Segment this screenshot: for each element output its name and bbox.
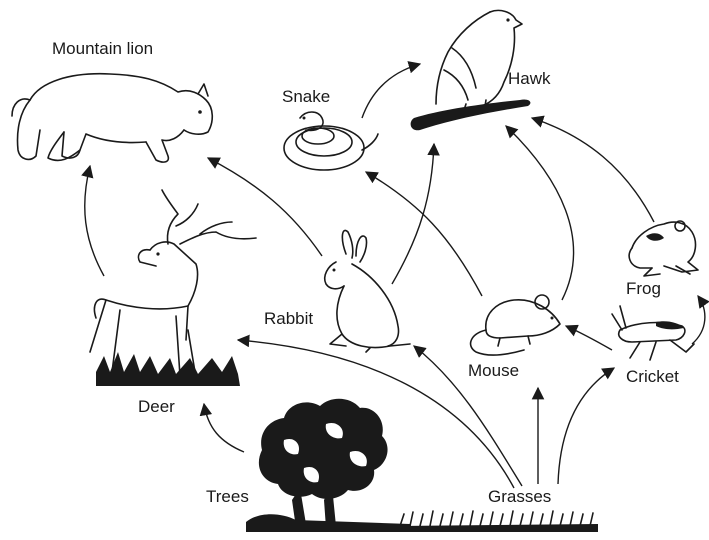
snake-illustration: [284, 112, 378, 170]
arrow-deer-to-mountain-lion: [85, 166, 104, 276]
label-mouse: Mouse: [468, 361, 519, 380]
label-snake: Snake: [282, 87, 330, 106]
grasses-illustration: [398, 511, 598, 532]
mouse-illustration: [471, 295, 560, 355]
cricket-illustration: [612, 306, 694, 360]
label-mountain-lion: Mountain lion: [52, 39, 153, 58]
deer-illustration: [90, 190, 256, 386]
arrow-mouse-to-hawk: [506, 126, 574, 300]
label-frog: Frog: [626, 279, 661, 298]
label-hawk: Hawk: [508, 69, 551, 88]
arrow-cricket-to-mouse: [566, 326, 612, 350]
arrow-grasses-to-cricket: [558, 368, 614, 484]
label-trees: Trees: [206, 487, 249, 506]
arrow-rabbit-to-mountain-lion: [208, 158, 322, 256]
arrow-mouse-to-snake: [366, 172, 482, 296]
arrows: [85, 64, 705, 488]
trees-illustration: [246, 399, 414, 532]
label-rabbit: Rabbit: [264, 309, 313, 328]
frog-illustration: [629, 221, 698, 276]
mountain-lion-illustration: [12, 74, 212, 162]
label-deer: Deer: [138, 397, 175, 416]
label-cricket: Cricket: [626, 367, 679, 386]
arrow-frog-to-hawk: [532, 118, 654, 222]
arrow-rabbit-to-hawk: [392, 144, 434, 284]
label-grasses: Grasses: [488, 487, 551, 506]
arrow-cricket-to-frog: [692, 296, 705, 344]
arrow-snake-to-hawk: [362, 64, 420, 118]
rabbit-illustration: [325, 230, 410, 352]
arrow-trees-to-deer: [204, 404, 244, 452]
